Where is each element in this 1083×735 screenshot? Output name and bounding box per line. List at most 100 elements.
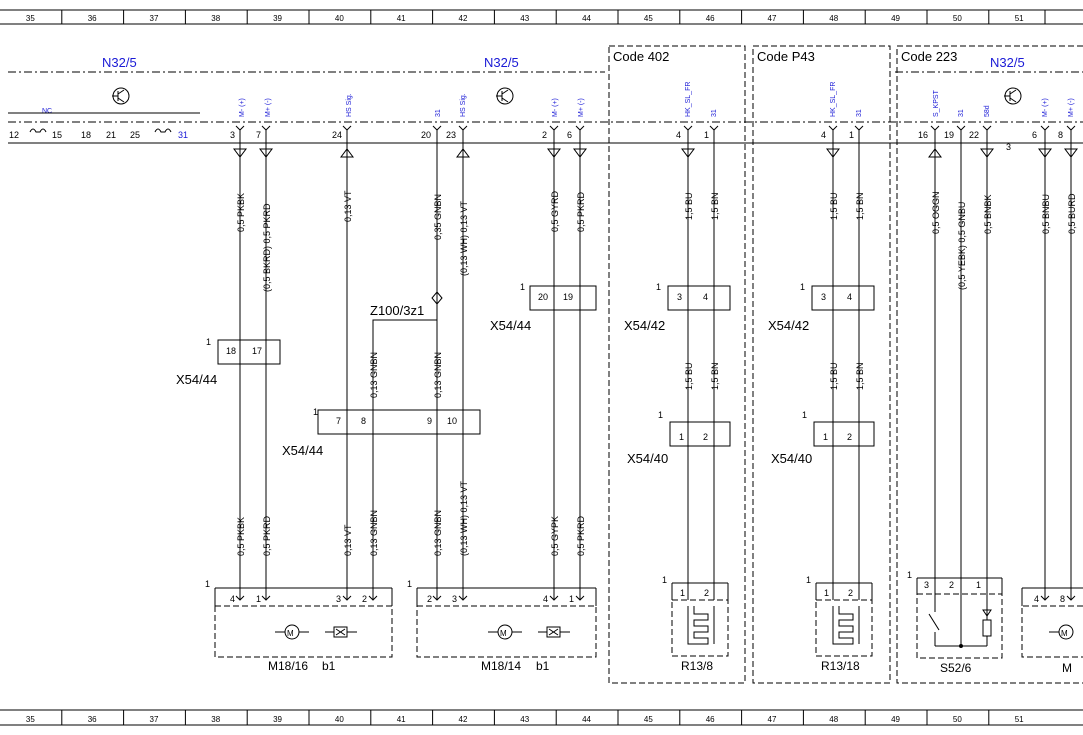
grid-column-label: 43	[520, 14, 529, 23]
top-pin-row: 12 15 18 21 25 31 3 7 24 20 23 2 6 4 1 4…	[9, 130, 1063, 152]
component-r13-8: 1 1 2 R13/8	[662, 575, 729, 673]
wire-label: 0,13 GNBN	[433, 510, 443, 556]
grid-column-label: 35	[26, 715, 35, 724]
motor-letter: M	[287, 629, 294, 638]
wire-label: 1,5 BU	[684, 362, 694, 390]
grid-column-label: 36	[88, 14, 97, 23]
signal-label: M+ (-)	[578, 98, 585, 117]
grid-column-label: 39	[273, 14, 282, 23]
signal-label: M- (+)	[239, 98, 246, 117]
component-pin: 1	[569, 594, 574, 604]
motor-letter: M	[500, 629, 507, 638]
wire-labels-mid: 0,13 GNBN 0,13 GNBN 1,5 BU 1,5 BN 1,5 BU…	[369, 352, 865, 398]
signal-label: M+ (-)	[1068, 98, 1075, 117]
code-box-402: Code 402	[608, 45, 746, 684]
transistor-icon-left	[112, 87, 130, 105]
grid-footer	[0, 709, 1083, 726]
signal-label: 31	[435, 109, 442, 117]
grid-column-label: 41	[397, 715, 406, 724]
signal-label: HS Sig.	[460, 93, 467, 117]
wire-label: 0,5 GYPK	[550, 516, 560, 556]
connector-blocks: 1 18 17 1 7 8 9 10 1 20 19 1 3 4 1 3 4 1…	[206, 282, 875, 447]
connector-pin: 8	[361, 416, 366, 426]
module-label-n32-mid: N32/5	[484, 55, 519, 70]
wire-label: 0,5 BNBK	[983, 194, 993, 234]
component-pin: 2	[704, 588, 709, 598]
pin-22: 22	[969, 130, 979, 140]
code-label-402: Code 402	[613, 49, 669, 64]
connector-label-x54-44: X54/44	[490, 318, 531, 333]
wire-label: 0,13 GNBN	[369, 510, 379, 556]
connector-pin: 10	[447, 416, 457, 426]
connector-pin: 9	[427, 416, 432, 426]
nc-label: NC	[42, 108, 52, 115]
component-pin: 4	[543, 594, 548, 604]
component-pin: 1	[824, 588, 829, 598]
connector-pin: 18	[226, 346, 236, 356]
component-pin: 2	[949, 580, 954, 590]
wire-label: 0,5 BURD	[1067, 193, 1077, 234]
connector-label-x54-44: X54/44	[176, 372, 217, 387]
component-pin: 3	[336, 594, 341, 604]
wire-label: 0,5 PKBK	[236, 193, 246, 232]
component-pin: 1	[680, 588, 685, 598]
wire-label: 0,5 PKBK	[236, 517, 246, 556]
pin-2: 2	[542, 130, 547, 140]
grid-column-label: 48	[829, 14, 838, 23]
component-m18-16: 1 4 1 3 2 M M18/16 b1	[205, 579, 393, 673]
wire-label: (0,5 BKRD) 0,5 PKRD	[262, 203, 272, 292]
component-index: 1	[205, 579, 210, 589]
pin-7: 7	[256, 130, 261, 140]
pin-8-right: 8	[1058, 130, 1063, 140]
component-pin: 3	[924, 580, 929, 590]
wire-labels-upper: 0,5 PKBK (0,5 BKRD) 0,5 PKRD 0,13 VT 0,3…	[236, 190, 1077, 292]
pin-16: 16	[918, 130, 928, 140]
connector-pin: 17	[252, 346, 262, 356]
grid-column-label: 48	[829, 715, 838, 724]
connector-label-x54-42: X54/42	[768, 318, 809, 333]
pin-1-codep43: 1	[849, 130, 854, 140]
transistor-icon-right	[1004, 87, 1022, 105]
component-pin: 3	[452, 594, 457, 604]
wire-label: 0,13 GNBN	[369, 352, 379, 398]
connector-pin: 2	[847, 432, 852, 442]
connector-pin: 4	[847, 292, 852, 302]
connector-pin: 4	[703, 292, 708, 302]
signal-label: 31	[711, 109, 718, 117]
component-pin: 4	[230, 594, 235, 604]
component-sublabel-b1: b1	[322, 659, 336, 673]
pin-19: 19	[944, 130, 954, 140]
wire-label: 1,5 BU	[829, 362, 839, 390]
connector-index: 1	[656, 282, 661, 292]
connector-pin: 20	[538, 292, 548, 302]
wire-label: 0,13 VT	[343, 190, 353, 222]
component-pin: 2	[362, 594, 367, 604]
grid-column-label: 51	[1015, 715, 1024, 724]
component-pin: 2	[848, 588, 853, 598]
connector-label-x54-40: X54/40	[627, 451, 668, 466]
wire-label: 1,5 BU	[829, 192, 839, 220]
grid-column-label: 46	[706, 715, 715, 724]
transistor-icon-mid	[496, 87, 514, 105]
bus-break-marks	[29, 128, 172, 133]
signal-label: 58d	[984, 105, 991, 117]
wire-label: 1,5 BU	[684, 192, 694, 220]
grid-column-label: 46	[706, 14, 715, 23]
component-index: 1	[806, 575, 811, 585]
connector-labels: X54/44 X54/44 X54/44 X54/42 X54/42 X54/4…	[176, 303, 812, 466]
component-pin: 1	[976, 580, 981, 590]
grid-column-label: 51	[1015, 14, 1024, 23]
connector-pin: 1	[679, 432, 684, 442]
connector-pin: 3	[677, 292, 682, 302]
connector-index: 1	[313, 407, 318, 417]
heater-element-icon	[832, 606, 854, 645]
splice-diamond	[431, 291, 443, 305]
connector-pin: 2	[703, 432, 708, 442]
bus-pin-18: 18	[81, 130, 91, 140]
grid-column-label: 37	[150, 715, 159, 724]
wire-label: 0,5 PKRD	[576, 191, 586, 232]
pin-6: 6	[567, 130, 572, 140]
wire-label: 1,5 BN	[855, 192, 865, 220]
